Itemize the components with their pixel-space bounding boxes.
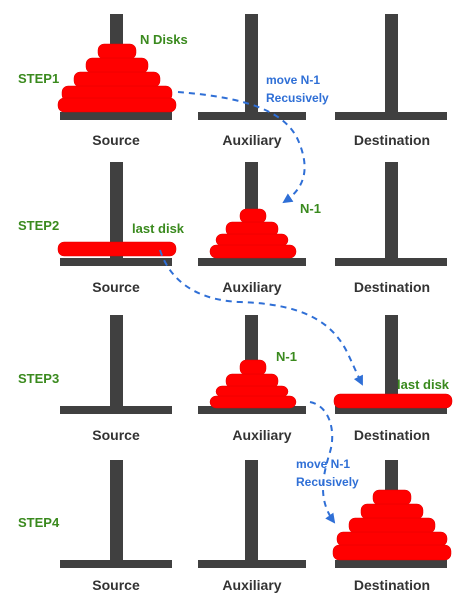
step-3-row: STEP3 N-1 last disk Source Auxiliary Des… xyxy=(18,315,453,443)
destination-base xyxy=(335,406,447,414)
disk xyxy=(239,359,267,376)
auxiliary-rod xyxy=(245,460,258,565)
source-rod xyxy=(110,460,123,565)
n-minus-one-note: N-1 xyxy=(276,349,297,364)
source-base xyxy=(60,560,172,568)
arrow-step3-to-destination xyxy=(309,401,336,524)
step-4-row: STEP4 move N-1 Recusively Source Auxilia… xyxy=(18,457,452,593)
auxiliary-label: Auxiliary xyxy=(222,279,281,295)
auxiliary-rod xyxy=(245,14,258,118)
disk xyxy=(239,208,267,224)
source-label: Source xyxy=(92,427,140,443)
step-4-label: STEP4 xyxy=(18,515,60,530)
destination-rod xyxy=(385,162,398,262)
disk xyxy=(209,244,297,259)
disk xyxy=(209,395,297,409)
auxiliary-base xyxy=(198,560,306,568)
disk xyxy=(348,517,436,534)
destination-base xyxy=(335,258,447,266)
move-note-line2: Recusively xyxy=(296,475,359,489)
step-1-label: STEP1 xyxy=(18,71,59,86)
source-rod xyxy=(110,315,123,410)
destination-label: Destination xyxy=(354,279,430,295)
disk xyxy=(336,531,448,547)
disk xyxy=(85,57,149,74)
last-disk xyxy=(57,241,177,257)
source-rod xyxy=(110,162,123,262)
step-2-label: STEP2 xyxy=(18,218,59,233)
n-minus-one-note: N-1 xyxy=(300,201,321,216)
source-label: Source xyxy=(92,132,140,148)
disk xyxy=(372,489,412,506)
destination-base xyxy=(335,560,447,568)
auxiliary-label: Auxiliary xyxy=(222,577,281,593)
disk xyxy=(73,71,161,88)
arrow-last-disk-to-destination xyxy=(159,249,363,386)
last-disk xyxy=(333,393,453,409)
destination-label: Destination xyxy=(354,577,430,593)
source-label: Source xyxy=(92,577,140,593)
arrow-step1-to-aux xyxy=(177,91,306,204)
disk xyxy=(215,385,289,398)
destination-rod xyxy=(385,315,398,410)
move-note-line1: move N-1 xyxy=(296,457,350,471)
destination-rod xyxy=(385,14,398,118)
step-3-label: STEP3 xyxy=(18,371,59,386)
destination-label: Destination xyxy=(354,427,430,443)
auxiliary-base xyxy=(198,406,306,414)
last-disk-note: last disk xyxy=(132,221,185,236)
n-disks-note: N Disks xyxy=(140,32,188,47)
auxiliary-label: Auxiliary xyxy=(232,427,291,443)
auxiliary-label: Auxiliary xyxy=(222,132,281,148)
source-label: Source xyxy=(92,279,140,295)
move-note-line1: move N-1 xyxy=(266,73,320,87)
destination-label: Destination xyxy=(354,132,430,148)
last-disk-note: last disk xyxy=(397,377,450,392)
disk xyxy=(97,43,137,60)
disk xyxy=(215,233,289,247)
destination-base xyxy=(335,112,447,120)
disk xyxy=(332,544,452,561)
source-base xyxy=(60,258,172,266)
disk xyxy=(360,503,424,520)
auxiliary-base xyxy=(198,258,306,266)
source-base xyxy=(60,112,172,120)
move-note-line2: Recusively xyxy=(266,91,329,105)
source-base xyxy=(60,406,172,414)
step-1-row: STEP1 N Disks Source Auxiliary Destinati… xyxy=(18,14,447,148)
auxiliary-base xyxy=(198,112,306,120)
disk xyxy=(57,97,177,113)
step-2-row: STEP2 last disk N-1 Source Auxiliary Des… xyxy=(18,162,447,295)
